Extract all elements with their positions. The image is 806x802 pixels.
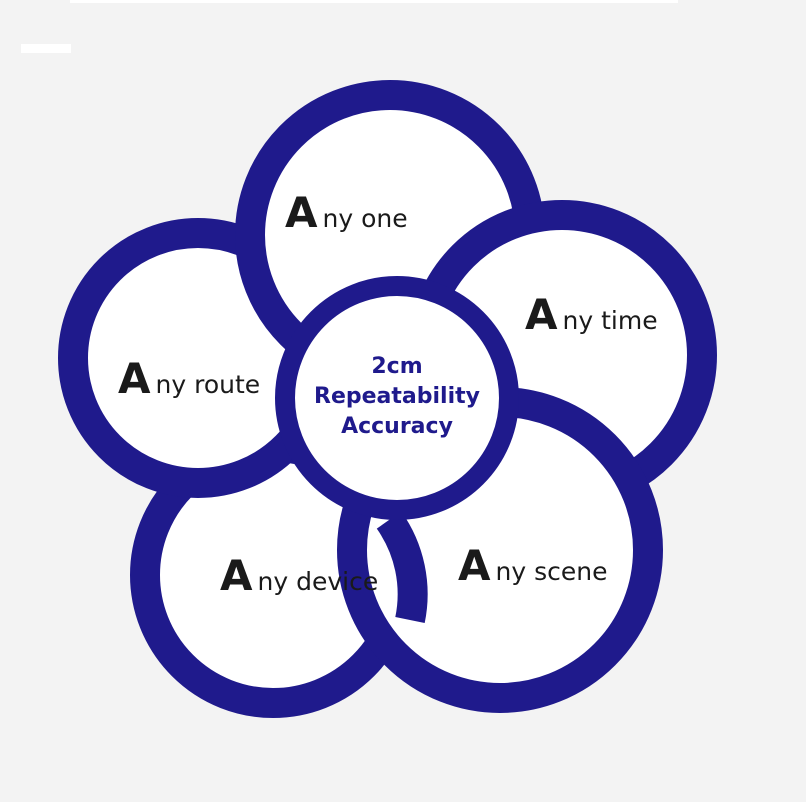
petal-initial: A <box>458 541 491 590</box>
center-label-line-3: Accuracy <box>341 414 453 439</box>
petal-word: ny scene <box>495 557 608 586</box>
petal-label-any-route: A ny route <box>118 358 260 400</box>
petal-word: ny one <box>322 204 408 233</box>
petal-label-any-scene: A ny scene <box>458 545 607 587</box>
petal-word: ny time <box>562 306 658 335</box>
center-label-line-2: Repeatability <box>314 384 480 409</box>
petal-ring-any-device-overlap <box>376 511 428 624</box>
center-circle <box>275 276 519 520</box>
corner-tab <box>21 44 71 53</box>
petal-label-any-device: A ny device <box>220 555 378 597</box>
center-label-line-1: 2cm <box>371 354 423 379</box>
center-label: 2cm Repeatability Accuracy <box>297 352 497 442</box>
top-strip <box>70 0 678 3</box>
petal-initial: A <box>118 354 151 403</box>
petal-initial: A <box>525 290 558 339</box>
petal-initial: A <box>285 188 318 237</box>
petal-label-any-time: A ny time <box>525 294 658 336</box>
petal-word: ny route <box>155 370 261 399</box>
petal-label-any-one: A ny one <box>285 192 408 234</box>
petal-word: ny device <box>257 567 379 596</box>
petal-initial: A <box>220 551 253 600</box>
